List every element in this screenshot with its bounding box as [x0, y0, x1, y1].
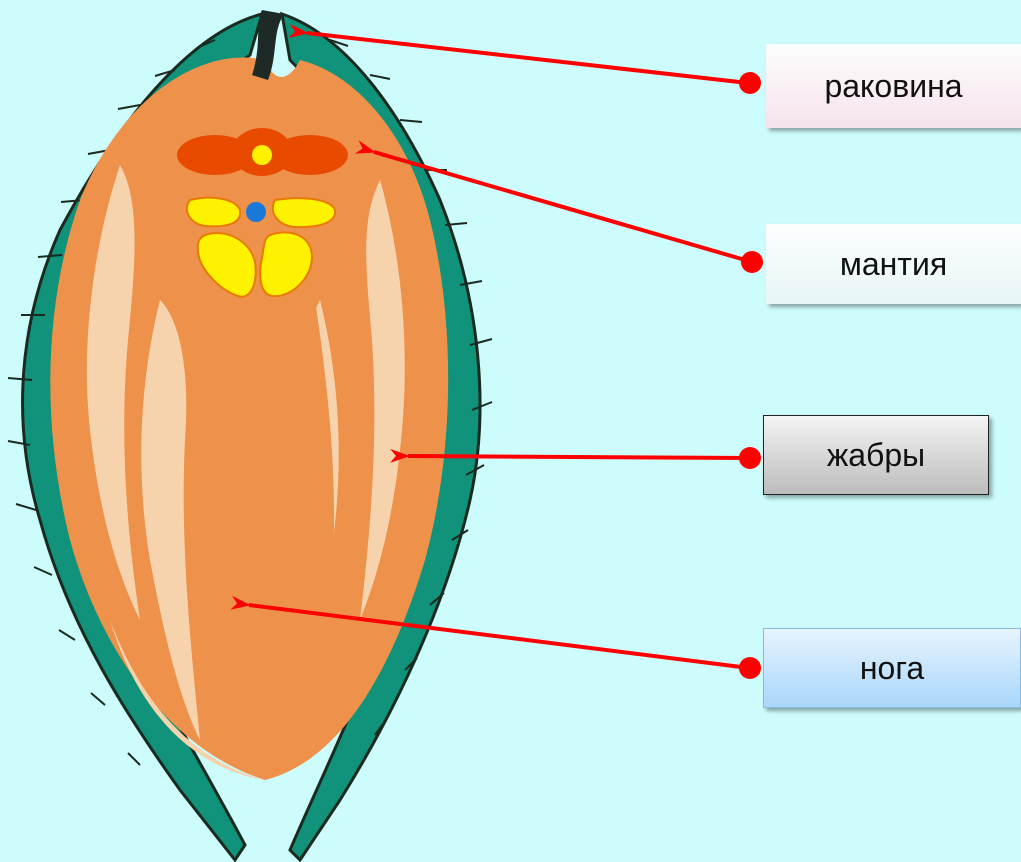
- label-foot: нога: [763, 628, 1021, 708]
- label-mantle: мантия: [766, 224, 1021, 304]
- blue-dot: [246, 202, 266, 222]
- arrow-endpoints: [739, 72, 763, 679]
- label-gills: жабры: [763, 415, 989, 495]
- label-shell: раковина: [766, 44, 1021, 128]
- label-gills-text: жабры: [827, 437, 925, 474]
- label-shell-text: раковина: [824, 68, 962, 105]
- label-mantle-text: мантия: [840, 246, 947, 283]
- arrow-gills: [408, 456, 749, 458]
- label-foot-text: нога: [860, 650, 924, 687]
